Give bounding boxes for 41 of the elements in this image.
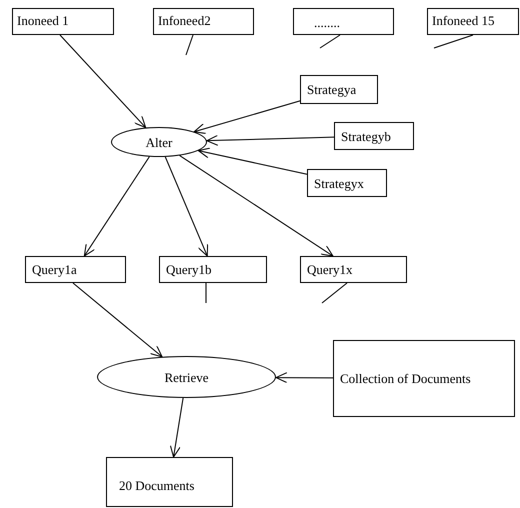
process-box bbox=[153, 8, 254, 35]
arrow bbox=[206, 134, 334, 146]
node-label: Strategyx bbox=[314, 176, 364, 191]
node-label: ........ bbox=[314, 15, 340, 30]
process-box bbox=[293, 8, 394, 35]
process-box bbox=[333, 340, 515, 417]
node-label: Query1x bbox=[307, 262, 352, 277]
node-label: Query1a bbox=[32, 262, 77, 277]
process-box bbox=[159, 256, 267, 283]
process-box bbox=[307, 169, 387, 197]
node-label: Collection of Documents bbox=[340, 371, 471, 386]
line bbox=[322, 282, 348, 304]
process-box bbox=[25, 256, 126, 283]
arrow bbox=[198, 148, 308, 175]
arrow bbox=[194, 100, 300, 134]
node-label: Retrieve bbox=[164, 370, 209, 384]
node-label: 20 Documents bbox=[119, 478, 194, 493]
node-label: Alter bbox=[146, 134, 172, 150]
process-box bbox=[427, 8, 519, 35]
process-ellipse bbox=[111, 127, 207, 157]
arrow bbox=[164, 156, 208, 256]
arrow bbox=[72, 282, 163, 358]
process-box bbox=[12, 8, 114, 35]
node-label: Inoneed 1 bbox=[17, 13, 69, 28]
node-label: Infoneed2 bbox=[158, 13, 211, 28]
arrow bbox=[84, 156, 150, 256]
process-box bbox=[300, 75, 378, 104]
process-box bbox=[106, 457, 233, 507]
arrow bbox=[179, 155, 334, 256]
node-label: Strategya bbox=[307, 82, 356, 97]
process-box bbox=[300, 256, 407, 283]
node-label: Query1b bbox=[166, 262, 212, 277]
arrow bbox=[275, 372, 334, 384]
node-label: Infoneed 15 bbox=[432, 13, 494, 28]
line bbox=[434, 34, 474, 48]
arrow bbox=[60, 34, 146, 128]
line bbox=[320, 34, 340, 48]
arrow bbox=[170, 397, 184, 458]
line bbox=[186, 34, 194, 56]
process-box bbox=[334, 122, 414, 150]
node-label: Strategyb bbox=[341, 129, 391, 144]
